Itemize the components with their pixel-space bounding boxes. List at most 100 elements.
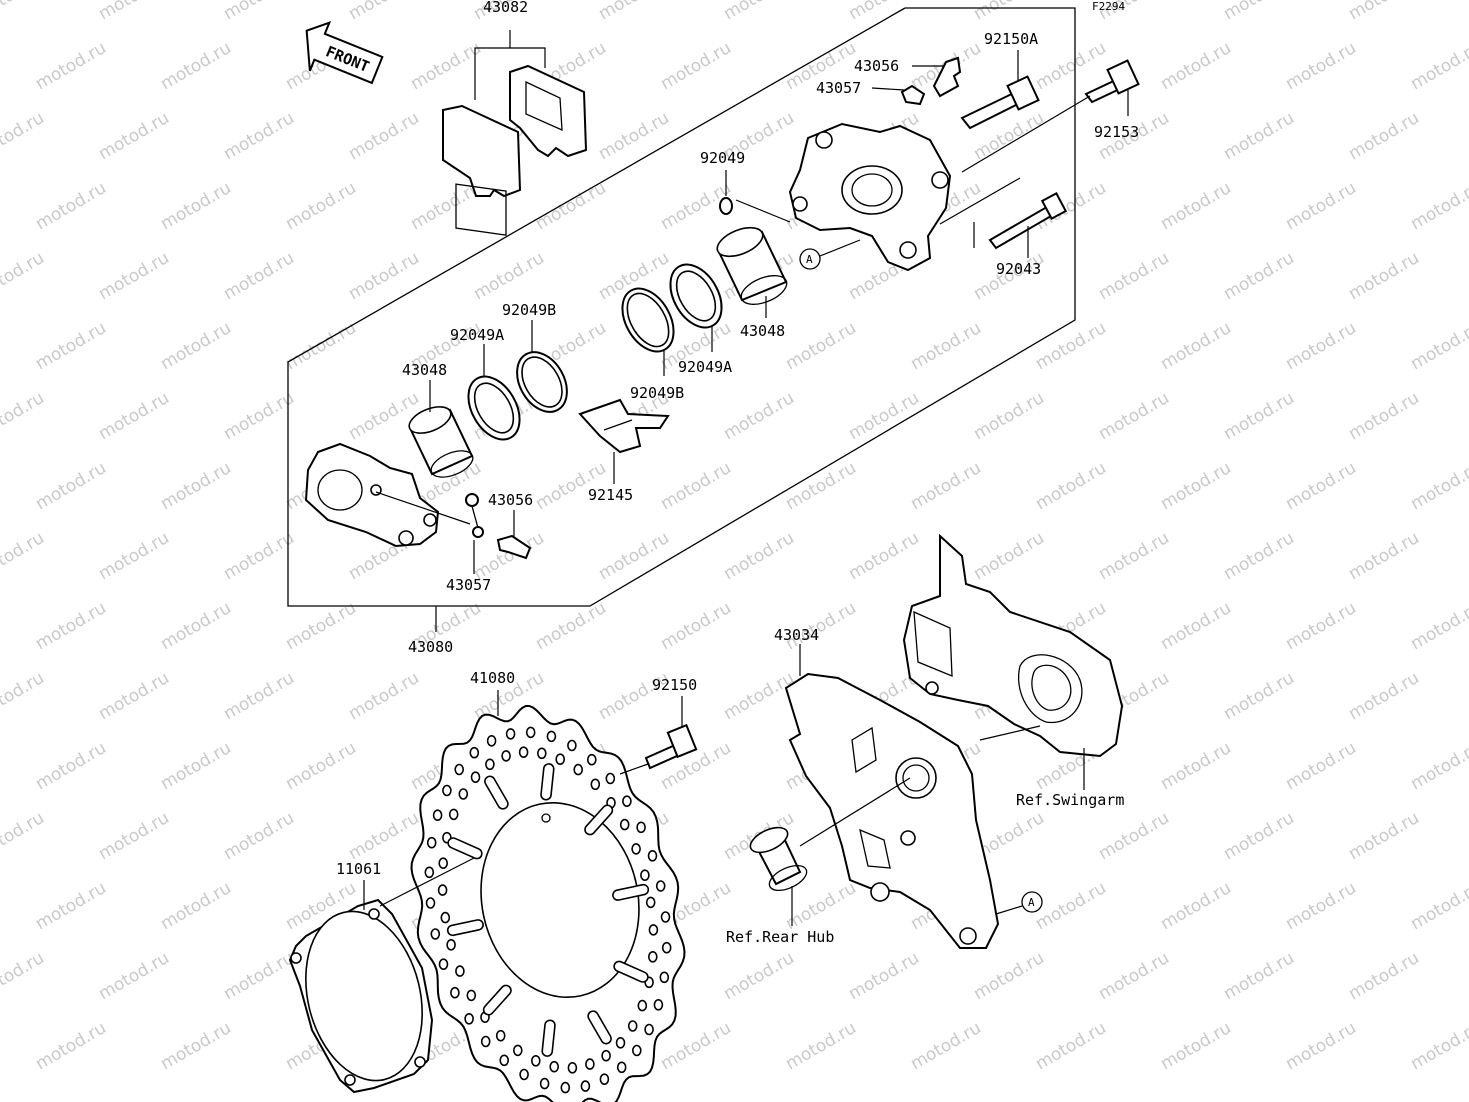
figure-code: F2294 <box>1092 0 1125 13</box>
disc-slot <box>447 837 483 860</box>
watermark-text: motod.ru <box>32 598 110 654</box>
disc-hole <box>648 924 659 936</box>
caliper-body-inner <box>788 122 952 272</box>
watermark-text: motod.ru <box>345 808 423 864</box>
watermark-text: motod.ru <box>907 318 985 374</box>
watermark-text: motod.ru <box>720 388 798 444</box>
watermark-text: motod.ru <box>1407 458 1469 514</box>
disc-hole <box>495 1029 506 1042</box>
watermark-text: motod.ru <box>0 248 48 304</box>
watermark-text: motod.ru <box>1032 178 1110 234</box>
bleeder-valve-top <box>932 56 962 98</box>
watermark-text: motod.ru <box>95 0 173 24</box>
disc-hole <box>438 958 449 971</box>
disc-hole <box>615 1037 626 1049</box>
watermark-text: motod.ru <box>1095 248 1173 304</box>
watermark-text: motod.ru <box>595 108 673 164</box>
watermark-text: motod.ru <box>220 948 298 1004</box>
disc-hole <box>446 938 456 951</box>
watermark-text: motod.ru <box>1282 598 1360 654</box>
disc-bolt <box>644 723 698 770</box>
disc-hole <box>480 1035 491 1048</box>
watermark-text: motod.ru <box>1032 458 1110 514</box>
disc-hole <box>605 772 616 785</box>
disc-hole <box>585 1058 595 1070</box>
disc-slot <box>482 984 512 1016</box>
watermark-text: motod.ru <box>1157 178 1235 234</box>
disc-hole <box>426 836 437 849</box>
disc-hole <box>580 1080 591 1092</box>
disc-hole <box>501 750 511 762</box>
label-92049: 92049 <box>700 149 745 167</box>
watermark-text: motod.ru <box>32 38 110 94</box>
watermark-text: motod.ru <box>95 248 173 304</box>
disc-hole <box>636 821 646 834</box>
watermark-text: motod.ru <box>1282 738 1360 794</box>
disc-hole <box>622 795 632 808</box>
label-43034: 43034 <box>774 626 819 644</box>
label-92150A: 92150A <box>984 30 1038 48</box>
brake-pads <box>442 64 588 236</box>
disc-hole <box>470 771 481 784</box>
disc-hole <box>485 758 495 771</box>
watermark-text: motod.ru <box>1157 458 1235 514</box>
watermark-text: motod.ru <box>345 0 423 24</box>
watermark-text: motod.ru <box>0 668 48 724</box>
disc-hole <box>627 1020 638 1032</box>
disc-slot <box>587 1010 612 1045</box>
watermark-text: motod.ru <box>32 178 110 234</box>
watermark-text: motod.ru <box>1407 178 1469 234</box>
watermark-text: motod.ru <box>32 458 110 514</box>
disc-hole <box>458 788 469 800</box>
watermark-text: motod.ru <box>1407 738 1469 794</box>
label-43048-left: 43048 <box>402 361 447 379</box>
watermark-text: motod.ru <box>1220 0 1298 24</box>
caliper-bracket <box>784 672 1000 949</box>
watermark-text: motod.ru <box>95 668 173 724</box>
disc-hole <box>573 763 584 776</box>
watermark-text: motod.ru <box>1220 248 1298 304</box>
watermark-text: motod.ru <box>1282 458 1360 514</box>
bleeder-cap-top <box>900 84 926 106</box>
watermark-text: motod.ru <box>157 878 235 934</box>
ref-rear-hub-label: Ref.Rear Hub <box>726 928 834 946</box>
disc-hole <box>518 746 529 759</box>
disc-hole <box>536 747 547 760</box>
disc-hole <box>438 857 449 870</box>
watermark-text: motod.ru <box>657 458 735 514</box>
watermark-text: motod.ru <box>95 108 173 164</box>
watermark-text: motod.ru <box>970 388 1048 444</box>
label-92049B-left: 92049B <box>502 301 556 319</box>
watermark-text: motod.ru <box>1095 528 1173 584</box>
watermark-text: motod.ru <box>1157 1018 1235 1074</box>
disc-hole <box>505 728 516 740</box>
pin-92043 <box>988 192 1068 250</box>
label-43057-bottom: 43057 <box>446 576 491 594</box>
disc-hole <box>546 730 557 743</box>
watermark-text: motod.ru <box>220 0 298 24</box>
disc-hole <box>440 911 451 924</box>
label-92150: 92150 <box>652 676 697 694</box>
disc-hole <box>590 778 601 791</box>
watermark-text: motod.ru <box>157 1018 235 1074</box>
caliper-body-outer <box>304 442 440 548</box>
watermark-text: motod.ru <box>95 388 173 444</box>
watermark-text: motod.ru <box>1345 668 1423 724</box>
svg-text:A: A <box>806 253 813 266</box>
watermark-text: motod.ru <box>1157 598 1235 654</box>
label-43057-top: 43057 <box>816 79 861 97</box>
piston-left <box>408 406 474 478</box>
disc-hole <box>424 866 435 879</box>
disc-hole <box>567 739 577 752</box>
watermark-text: motod.ru <box>1220 388 1298 444</box>
disc-hole <box>555 753 566 766</box>
watermark-text: motod.ru <box>1345 528 1423 584</box>
disc-slot <box>613 960 649 983</box>
disc-hole <box>454 763 465 776</box>
watermark-text: motod.ru <box>157 318 235 374</box>
watermark-text: motod.ru <box>157 458 235 514</box>
brake-disc <box>410 705 686 1102</box>
disc-slot <box>541 1019 556 1057</box>
watermark-text: motod.ru <box>1407 318 1469 374</box>
disc-hole <box>631 843 641 855</box>
